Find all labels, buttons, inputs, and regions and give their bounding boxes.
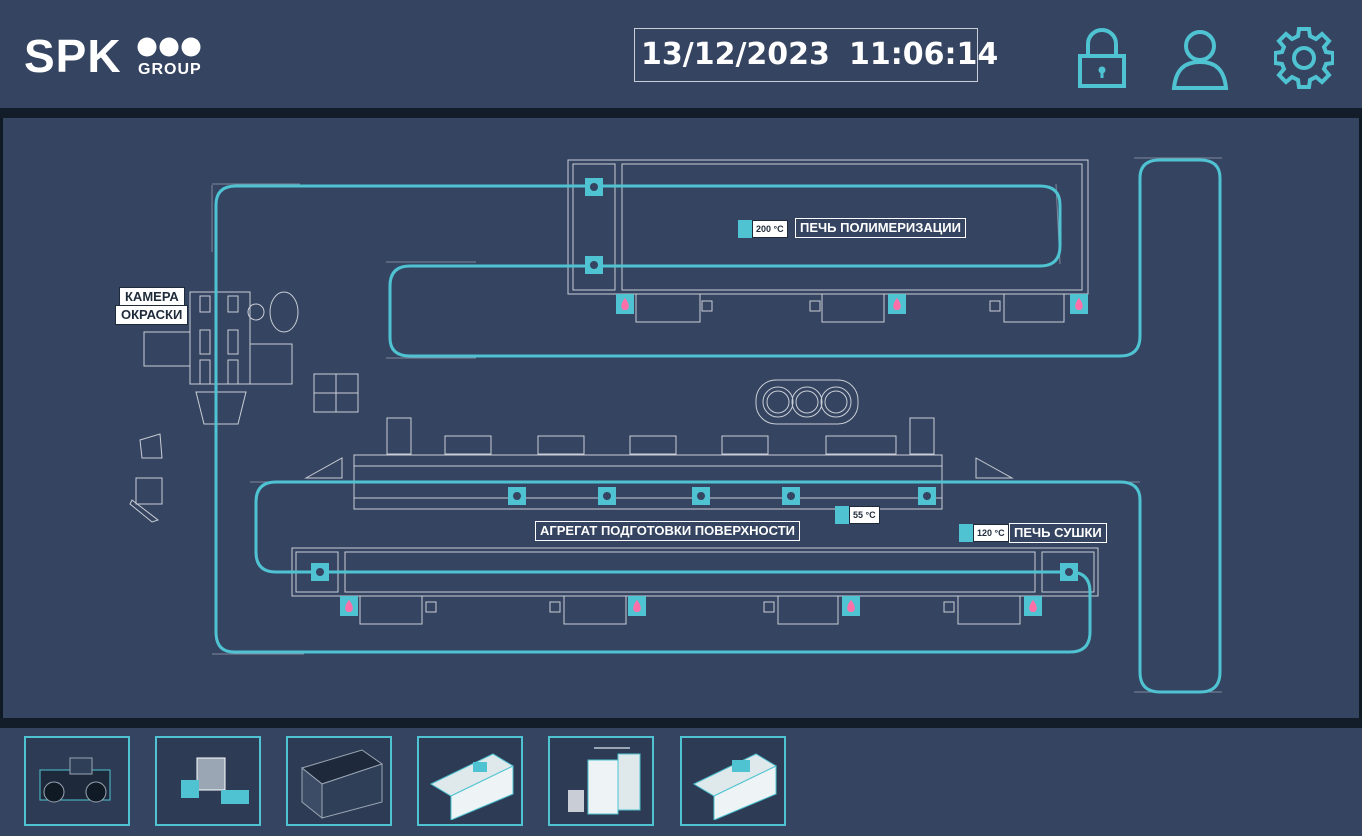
gear-icon[interactable] <box>1274 26 1334 90</box>
pretreatment-label: АГРЕГАТ ПОДГОТОВКИ ПОВЕРХНОСТИ <box>535 521 801 541</box>
drying-oven-temperature: 120 °C <box>959 524 1009 542</box>
fan-icons <box>311 178 1078 581</box>
footer-separator <box>0 718 1362 728</box>
conveyor-scheme <box>129 157 1222 694</box>
logo-main-text: SPK <box>24 30 122 82</box>
thumbnail-pretreatment-unit[interactable] <box>286 736 392 826</box>
thermometer-icon <box>738 220 752 238</box>
date-text: 13/12/2023 <box>641 37 830 72</box>
header-separator <box>0 108 1362 118</box>
datetime-display: 13/12/2023 11:06:14 <box>634 28 998 82</box>
equipment-thumbnail-bar <box>0 728 1362 836</box>
pretreatment-unit-icon <box>300 749 384 820</box>
line-scheme-panel: КАМЕРА ОКРАСКИ ПЕЧЬ ПОЛИМЕРИЗАЦИИ АГРЕГА… <box>3 118 1359 718</box>
curing-oven-temperature: 200 °C <box>738 220 788 238</box>
burner-unit-icon <box>181 757 249 804</box>
thumbnail-conveyor-drive[interactable] <box>24 736 130 826</box>
conveyor-drive-icon <box>39 757 111 803</box>
curing-oven-label: ПЕЧЬ ПОЛИМЕРИЗАЦИИ <box>795 218 966 238</box>
thumbnail-curing-oven-unit[interactable] <box>680 736 786 826</box>
thumbnail-paint-booth-unit[interactable] <box>548 736 654 826</box>
paint-booth-label-line1: КАМЕРА <box>119 287 185 307</box>
logo-dots <box>137 37 201 57</box>
header-bar: SPK GROUP 13/12/2023 11:06:14 <box>0 0 1362 108</box>
traffic-light <box>755 379 859 425</box>
drying-oven-label: ПЕЧЬ СУШКИ <box>1009 523 1107 543</box>
thermometer-icon <box>959 524 973 542</box>
paint-booth-outline <box>189 291 251 385</box>
user-icon[interactable] <box>1170 26 1230 90</box>
lock-icon[interactable] <box>1072 26 1132 90</box>
thumbnail-drying-oven-unit[interactable] <box>417 736 523 826</box>
thumbnail-burner-unit[interactable] <box>155 736 261 826</box>
drying-oven-unit-icon <box>429 753 515 820</box>
conveyor-path <box>214 158 1222 694</box>
time-text: 11:06:14 <box>849 37 999 72</box>
logo-sub-text: GROUP <box>138 61 202 78</box>
pretreatment-temperature: 55 °C <box>835 506 880 524</box>
paint-booth-label-line2: ОКРАСКИ <box>115 305 189 325</box>
curing-oven-unit-icon <box>692 753 778 820</box>
thermometer-icon <box>835 506 849 524</box>
paint-booth-unit-icon <box>568 747 641 815</box>
flame-icons <box>340 294 1088 616</box>
